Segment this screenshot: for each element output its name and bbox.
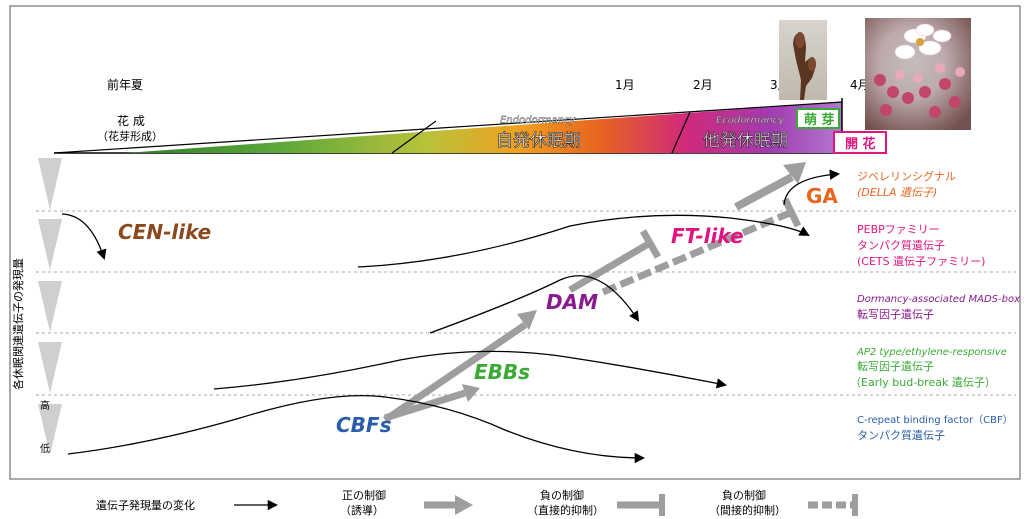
month-jan: 1月: [615, 78, 635, 92]
desc-ap2: AP2 type/ethylene-responsive 転写因子遺伝子 （Ea…: [850, 347, 1007, 389]
legend-positive-line1: 正の制御: [342, 488, 386, 502]
positive-arrow-ft-ga-head: [783, 162, 806, 184]
row-separators: [36, 210, 1016, 396]
month-apr: 4月: [850, 78, 870, 92]
desc-dam-line1: Dormancy-associated MADS-box: [857, 294, 1020, 305]
ft-label: FT-like: [671, 224, 744, 248]
positive-arrow-ft-ga: [734, 173, 794, 211]
negative-indirect-dam-ga: [601, 197, 802, 296]
expression-level-triangles: [38, 158, 62, 455]
timeline-divider-1: [391, 120, 437, 154]
desc-ap2-line2: 転写因子遺伝子: [857, 359, 934, 373]
cbf-expression-curve: [67, 394, 646, 464]
expression-curves: [61, 169, 841, 464]
legend-neg-indirect-line2: （間接的抑制）: [709, 503, 786, 517]
ecodormancy-ja: 他発休眠期: [703, 131, 788, 151]
dam-expression-curve: [429, 275, 640, 334]
desc-dam: Dormancy-associated MADS-box 転写因子遺伝子: [857, 294, 1020, 321]
bloom-badge: 開 花: [833, 131, 887, 154]
budbreak-label: 萌 芽: [804, 112, 835, 128]
positive-arrow-cbf-dam-head: [517, 310, 537, 330]
desc-ga-line1: ジベレリンシグナル: [857, 169, 956, 183]
desc-cbf-line1: C-repeat binding factor（CBF）: [857, 414, 1013, 426]
month-feb: 2月: [693, 78, 713, 92]
desc-cbf: C-repeat binding factor（CBF） タンパク質遺伝子: [857, 414, 1013, 442]
dam-label: DAM: [546, 290, 598, 314]
desc-pebp-line2: タンパク質遺伝子: [857, 238, 945, 252]
dormancy-gradient-wedge: [125, 102, 842, 153]
axis-low-label: 低: [40, 442, 50, 455]
figure-frame: [9, 5, 1021, 480]
cen-expression-curve: [61, 213, 107, 260]
desc-pebp-line3: (CETS 遺伝子ファミリー): [857, 254, 985, 268]
axis-title: 各休眠関連遺伝子の発現量: [11, 258, 25, 390]
bloom-label: 開 花: [845, 136, 876, 152]
ft-expression-curve: [357, 214, 810, 268]
desc-ga: ジベレリンシグナル (DELLA 遺伝子): [857, 169, 956, 199]
positive-arrow-cbf-ebbs-head: [462, 384, 480, 402]
legend-positive-arrow-head: [455, 495, 473, 515]
ga-label: GA: [806, 184, 838, 208]
positive-regulation-arrows: [383, 162, 806, 423]
desc-pebp: PEBPファミリー タンパク質遺伝子 (CETS 遺伝子ファミリー): [857, 223, 985, 268]
budbreak-badge: 萌 芽: [796, 108, 840, 129]
flowering-title: 花 成: [117, 113, 145, 128]
dormant-bud-photo: [779, 20, 827, 100]
ebbs-expression-curve: [213, 350, 728, 390]
axis-high-label: 高: [40, 399, 50, 412]
timeline-divider-2: [671, 111, 691, 154]
desc-cbf-line2: タンパク質遺伝子: [857, 428, 945, 442]
ebbs-label: EBBs: [474, 360, 530, 384]
negative-direct-dam-ft: [568, 229, 662, 294]
endodormancy-ja: 自発休眠期: [496, 131, 581, 151]
desc-ga-line2: (DELLA 遺伝子): [857, 186, 937, 199]
ecodormancy-en: Ecodormancy: [716, 115, 785, 126]
cbfs-label: CBFs: [336, 413, 392, 437]
desc-ap2-line1: AP2 type/ethylene-responsive: [856, 347, 1007, 358]
legend-neg-direct-line2: （直接的抑制）: [527, 503, 604, 517]
flowering-subtitle: （花芽形成）: [97, 129, 163, 143]
summer-label: 前年夏: [107, 77, 143, 92]
legend: 遺伝子発現量の変化 正の制御 （誘導） 負の制御 （直接的抑制） 負の制御 （間…: [96, 488, 858, 517]
legend-neg-indirect-line1: 負の制御: [722, 488, 766, 502]
legend-neg-direct-line1: 負の制御: [540, 488, 584, 502]
legend-change-label: 遺伝子発現量の変化: [96, 498, 195, 512]
endodormancy-en: Endodormancy: [500, 115, 576, 126]
legend-positive-line2: （誘導）: [340, 503, 384, 517]
positive-arrow-cbf-dam: [383, 322, 527, 423]
desc-ap2-line3: （Early bud-break 遺伝子）: [850, 375, 996, 389]
desc-dam-line2: 転写因子遺伝子: [857, 307, 934, 321]
desc-pebp-line1: PEBPファミリー: [857, 223, 940, 236]
cen-label: CEN-like: [118, 220, 211, 244]
cherry-blossom-photo: [865, 18, 971, 130]
timeline-slope: [53, 101, 843, 154]
ga-expression-curve: [783, 169, 841, 206]
